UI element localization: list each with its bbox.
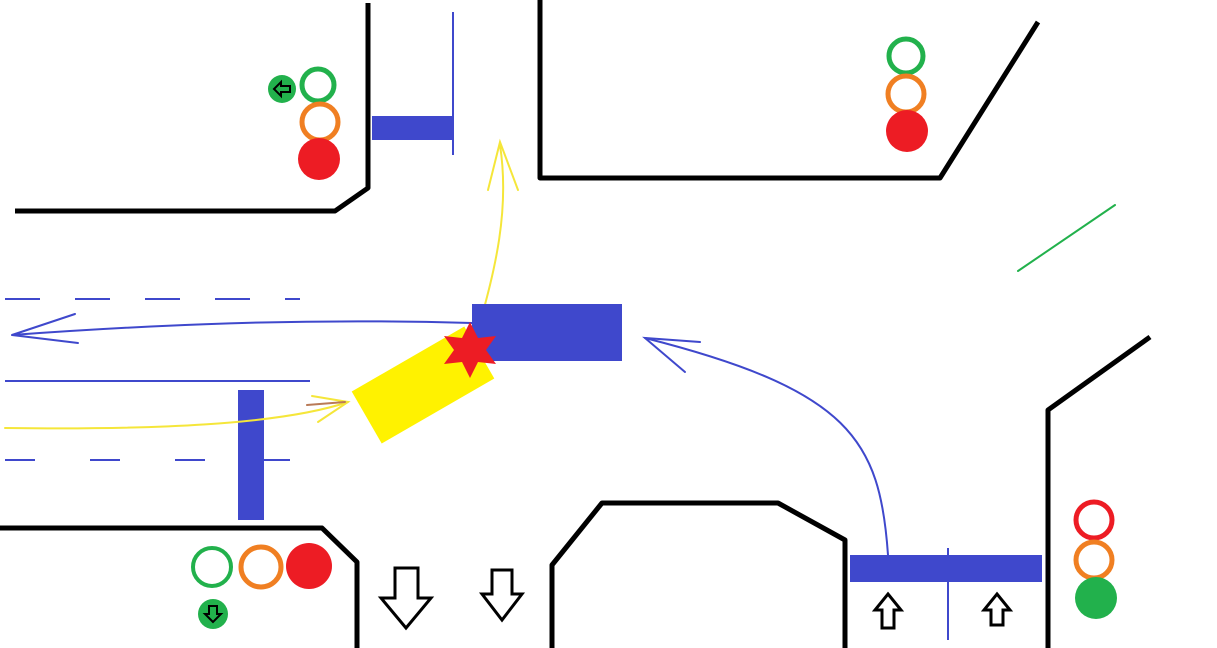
red-light-on [298, 138, 340, 180]
yellow-car-path [4, 401, 349, 430]
traffic-light-top-right [885, 36, 928, 152]
curb-right [1045, 334, 1152, 648]
down-arrow-icon [377, 566, 435, 631]
collision-star-icon [444, 322, 496, 378]
yellow-car-intended-arrowhead [487, 138, 519, 191]
red-light [1073, 499, 1115, 541]
down-arrow-icon [478, 568, 526, 623]
curb-top-left [15, 3, 371, 214]
brown-mark [306, 401, 346, 406]
green-light [191, 546, 233, 588]
green-mark [1017, 204, 1116, 272]
curb-top-right [537, 0, 1041, 181]
blue-car-path-turn-arrowhead [642, 336, 701, 373]
green-light [299, 66, 337, 104]
up-arrow-icon [871, 591, 905, 630]
green-arrow-light [268, 75, 296, 103]
red-light-on [886, 110, 928, 152]
curb-bottom-left [0, 525, 360, 648]
up-arrow-icon [980, 591, 1014, 627]
left-arrow-icon [272, 79, 291, 99]
orange-light [238, 544, 284, 590]
stop-line-left [238, 390, 264, 520]
traffic-light-bottom-left [191, 543, 332, 629]
green-light-on [1075, 577, 1117, 619]
curb-bottom-middle [549, 500, 848, 648]
stop-line-bottom-right [850, 555, 1042, 582]
blue-car [472, 304, 622, 361]
stop-line-top [372, 116, 453, 140]
blue-car-path-left-arrowhead [11, 313, 79, 344]
green-light [886, 36, 926, 76]
green-arrow-light [198, 599, 228, 629]
traffic-light-bottom-right [1073, 499, 1117, 619]
blue-car-path-turn [644, 337, 889, 556]
road-edges [0, 0, 1152, 648]
yellow-car-path-arrowhead [311, 395, 351, 423]
down-arrow-icon [202, 605, 224, 624]
red-light-on [286, 543, 332, 589]
blue-car-path-left [11, 320, 473, 336]
traffic-light-top-left [268, 66, 341, 180]
